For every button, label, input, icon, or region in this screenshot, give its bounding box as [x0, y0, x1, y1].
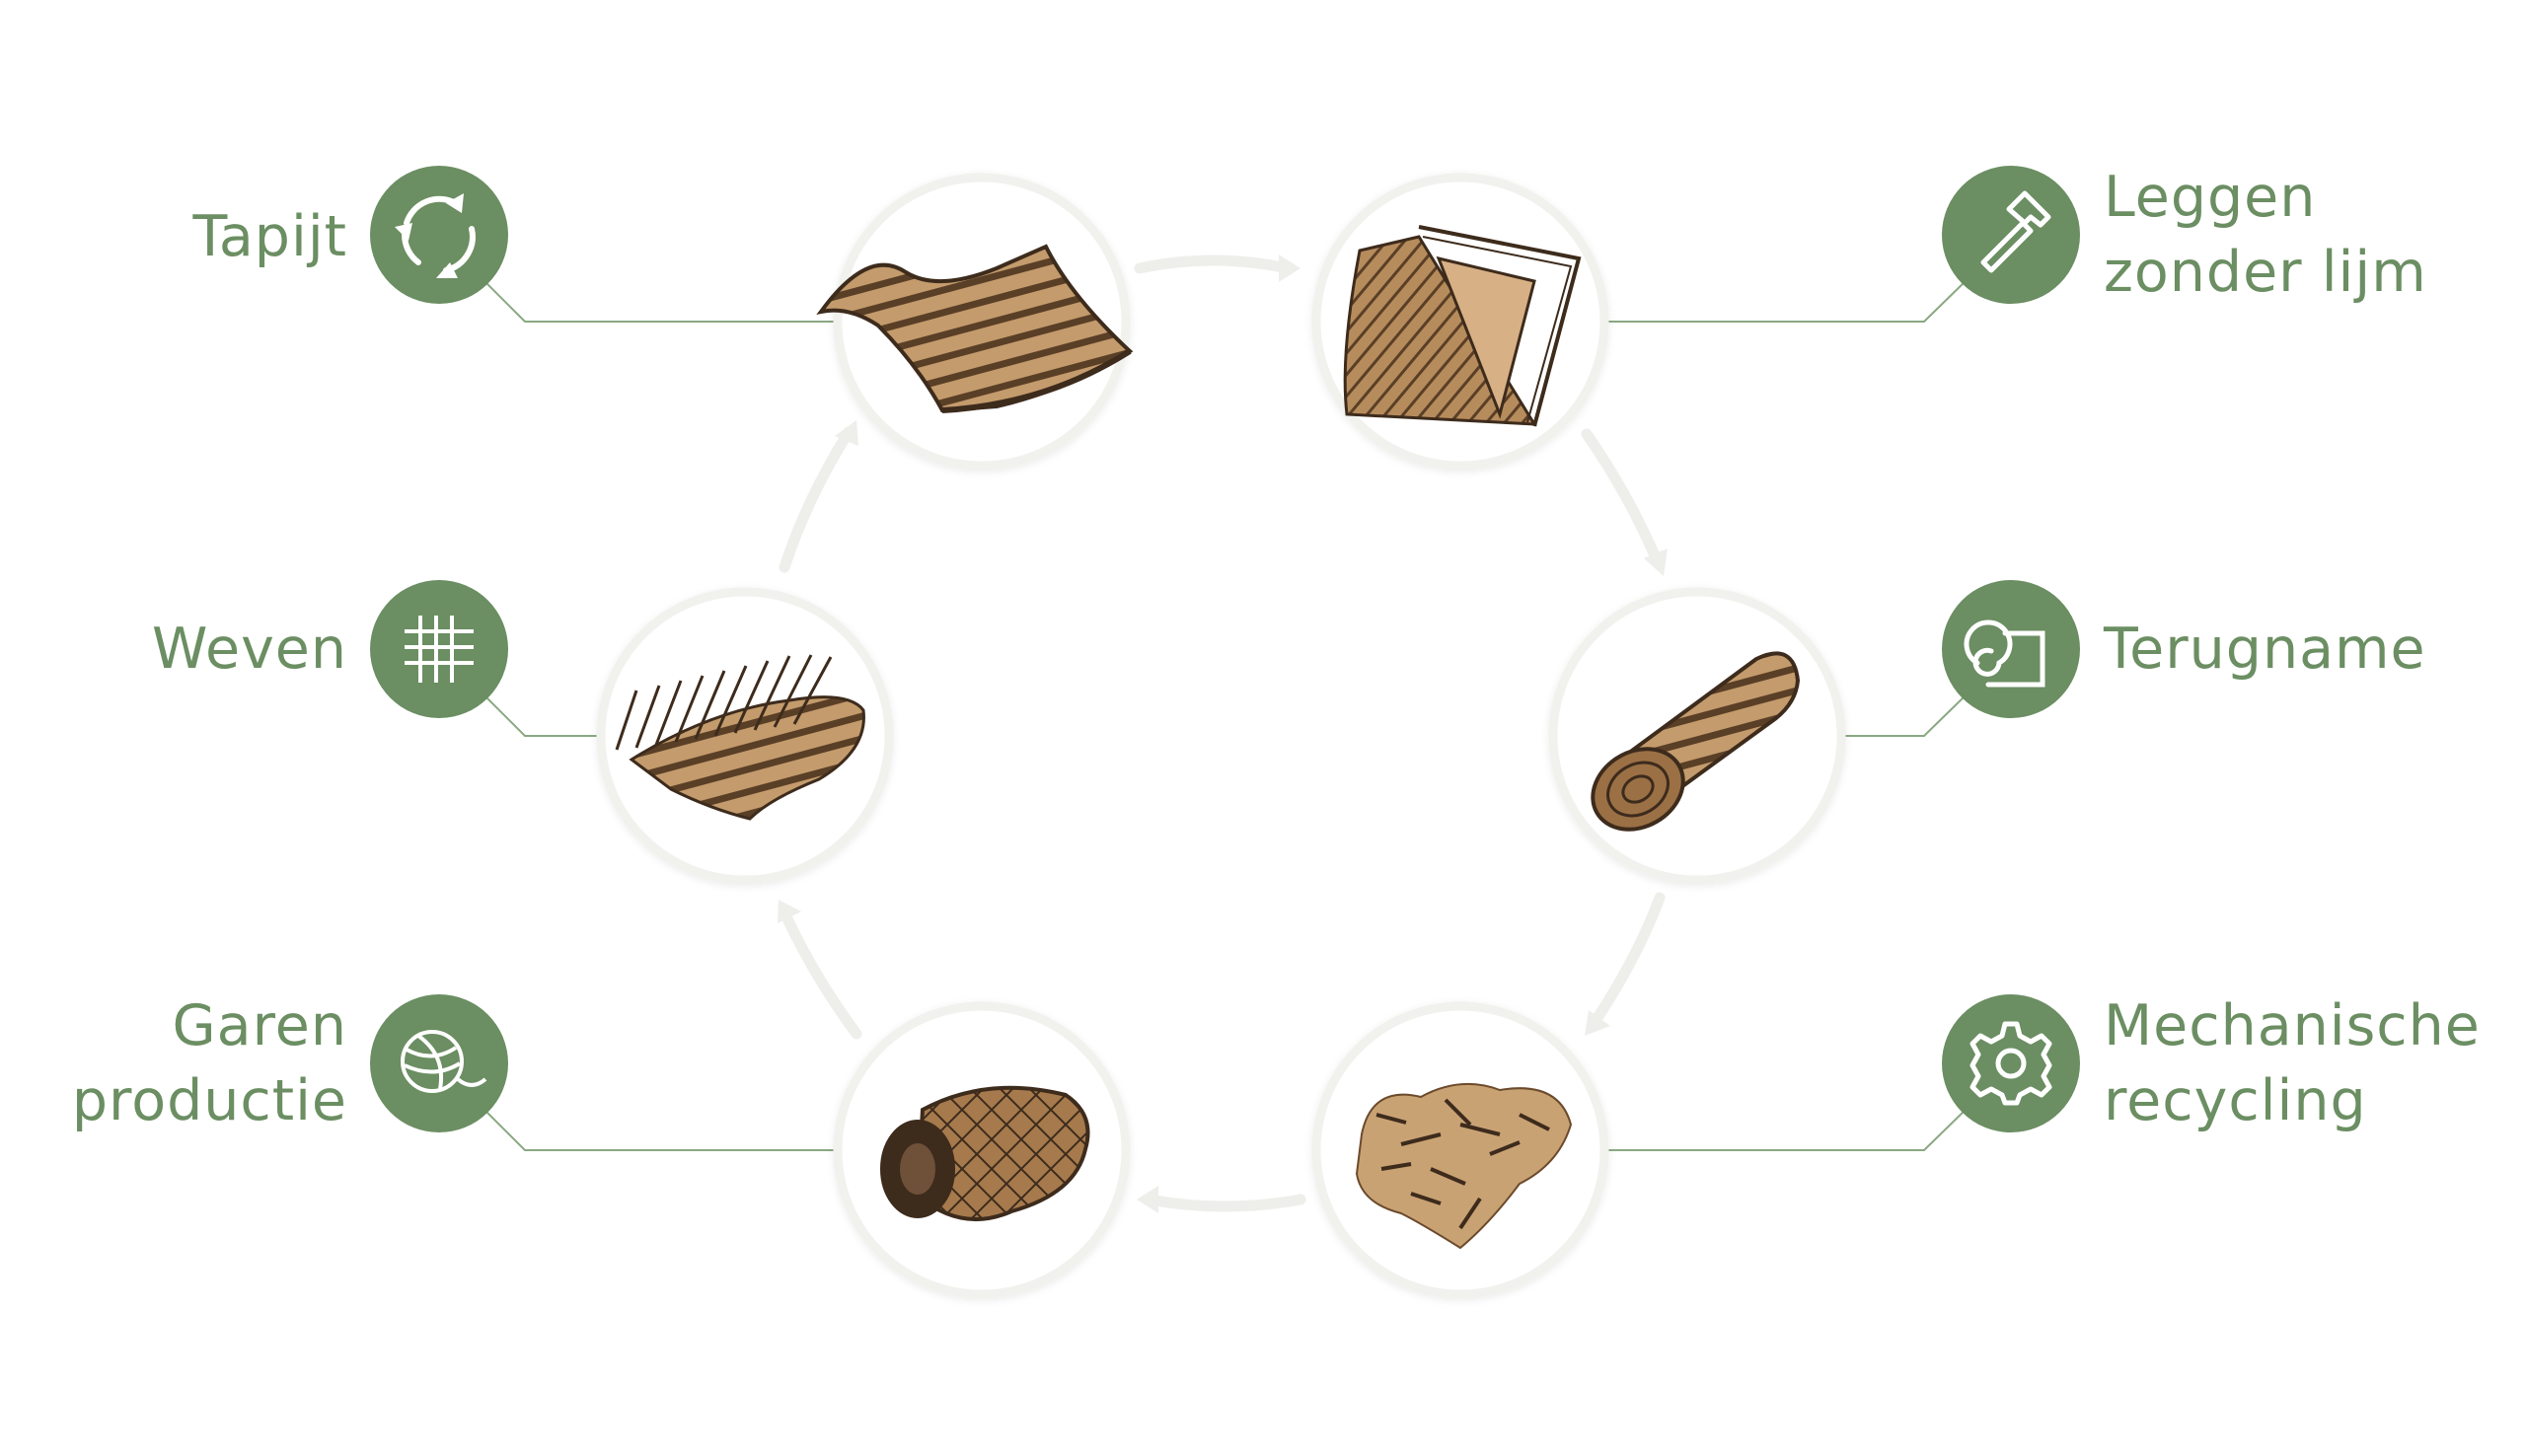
arrowhead-tapijt	[835, 420, 858, 446]
carpet-laying-illustration	[1343, 225, 1582, 427]
label-garen: Garen productie	[72, 988, 347, 1138]
label-terugname-line-1: Terugname	[2104, 617, 2426, 682]
label-garen-line-2: productie	[71, 1068, 347, 1133]
arrow-leggen-to-terugname	[1581, 428, 1664, 568]
loom-weaving-illustration	[615, 654, 865, 821]
arrow-terugname-to-recycling	[1588, 892, 1666, 1030]
connector-tapijt	[481, 277, 982, 323]
connector-recycling	[1460, 1106, 1969, 1151]
connector-garen	[481, 1106, 982, 1151]
label-tapijt-line-1: Tapijt	[192, 204, 347, 269]
cycle-arrowheads	[778, 255, 1668, 1213]
label-terugname: Terugname	[2104, 612, 2426, 687]
label-recycling: Mechanische recycling	[2104, 988, 2481, 1138]
arrow-tapijt-to-leggen	[1134, 255, 1294, 274]
rolled-carpet-illustration	[1591, 651, 1801, 832]
yarn-spool-illustration	[880, 1085, 1090, 1222]
label-leggen-line-1: Leggen	[2104, 165, 2317, 230]
yarn-ball-icon	[370, 994, 508, 1132]
connector-leggen	[1460, 277, 1969, 323]
arrow-weven-to-tapijt	[779, 426, 854, 573]
cycle-arrows	[779, 255, 1666, 1212]
arrowhead-weven	[778, 900, 801, 923]
recycle-arrows-icon	[370, 166, 508, 304]
label-recycling-line-2: recycling	[2104, 1068, 2367, 1133]
arrowhead-terugname	[1644, 548, 1668, 576]
arrow-recycling-to-garen	[1144, 1194, 1306, 1212]
carpet-roll-icon	[1942, 580, 2080, 718]
hammer-icon	[1942, 166, 2080, 304]
gear-icon	[1942, 994, 2080, 1132]
label-recycling-line-1: Mechanische	[2104, 993, 2481, 1058]
arrowhead-recycling	[1585, 1010, 1610, 1036]
label-tapijt: Tapijt	[192, 199, 347, 274]
carpet-sheet-illustration	[816, 244, 1134, 413]
label-leggen: Leggen zonder lijm	[2104, 160, 2427, 310]
arrowhead-leggen	[1279, 255, 1300, 282]
weave-grid-icon	[370, 580, 508, 718]
arrow-garen-to-weven	[779, 907, 862, 1040]
label-garen-line-1: Garen	[172, 993, 347, 1058]
label-weven: Weven	[152, 612, 347, 687]
shredded-fibers-illustration	[1355, 1082, 1573, 1250]
arrowhead-garen	[1137, 1186, 1158, 1213]
label-weven-line-1: Weven	[151, 617, 347, 682]
label-leggen-line-2: zonder lijm	[2104, 240, 2427, 305]
